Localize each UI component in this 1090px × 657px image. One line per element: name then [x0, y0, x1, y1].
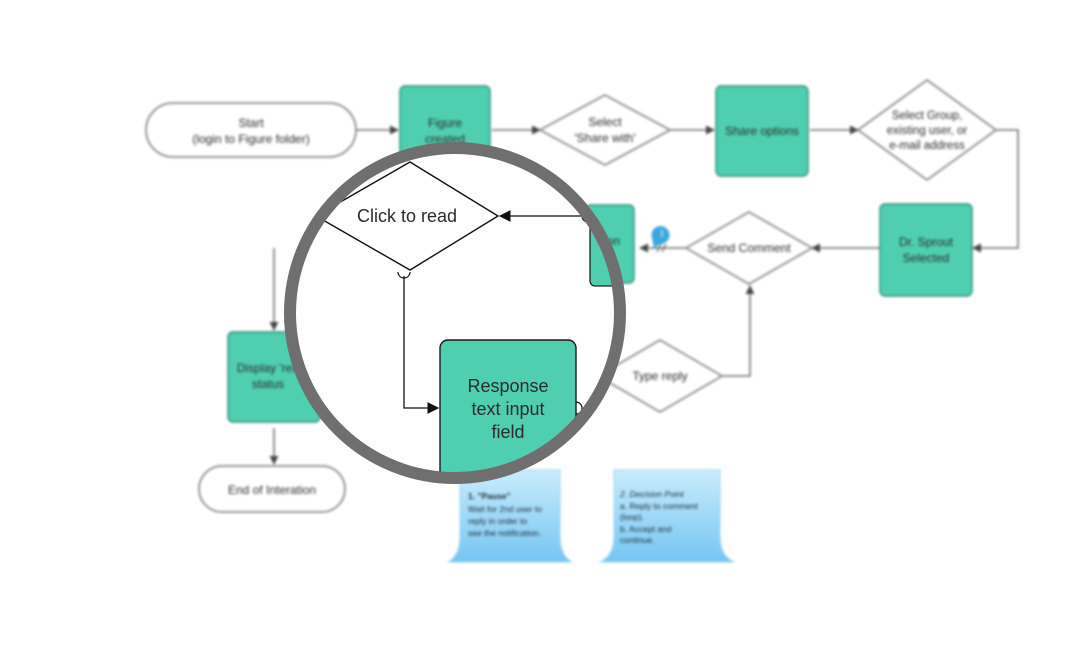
display-status-label-1: Display 'rea	[237, 361, 300, 375]
send-comment-decision: Send Comment	[684, 211, 814, 285]
dr-sprout-label-2: Selected	[903, 251, 950, 265]
send-comment-label: Send Comment	[707, 241, 791, 255]
comment-bubble-icon: 1	[651, 226, 670, 253]
pause-note-line-2: Wait for 2nd user to	[468, 504, 542, 514]
select-group-label-2: existing user, or	[887, 125, 968, 137]
pause-note-line-4: see the notification.	[468, 528, 541, 538]
share-options-node: Share options	[715, 85, 809, 177]
start-label-2: (login to Figure folder)	[192, 132, 309, 146]
select-group-label-1: Select Group,	[892, 110, 962, 122]
response-label-3: field	[491, 422, 524, 442]
click-to-read-decision: Click to read	[314, 161, 500, 271]
magnifier-ring	[284, 142, 626, 484]
end-label: End of Interation	[228, 483, 316, 497]
connectors	[269, 125, 1019, 465]
type-reply-decision: Type reply	[596, 339, 724, 413]
decision-note-line-3: (loop).	[620, 512, 644, 522]
type-reply-label: Type reply	[632, 369, 687, 383]
pause-note-line-1: 1. "Pause"	[468, 491, 511, 501]
pause-note-line-3: reply in order to	[468, 516, 527, 526]
decision-note-line-1: 2. Decision Point	[619, 489, 684, 499]
badge-count: 1	[660, 229, 665, 238]
select-share-label-2: 'Share with'	[574, 131, 635, 145]
start-node: Start (login to Figure folder)	[145, 102, 357, 158]
figure-created-label-1: Figure	[428, 116, 462, 130]
pause-note: 1. "Pause" Wait for 2nd user to reply in…	[447, 469, 573, 563]
select-share-label-1: Select	[588, 115, 622, 129]
response-input-node: Response text input field	[439, 339, 577, 478]
dr-sprout-label-1: Dr. Sprout	[899, 235, 954, 249]
click-to-read-label: Click to read	[357, 206, 457, 226]
select-group-label-3: e-mail address	[889, 140, 965, 152]
response-label-1: Response	[467, 376, 548, 396]
decision-note: 2. Decision Point a. Reply to comment (l…	[599, 469, 735, 563]
select-share-decision: Select 'Share with'	[538, 94, 672, 166]
share-options-label: Share options	[725, 124, 799, 138]
response-label-2: text input	[471, 399, 544, 419]
decision-note-line-2: a. Reply to comment	[620, 501, 699, 511]
start-label-1: Start	[238, 116, 264, 130]
select-group-decision: Select Group, existing user, or e-mail a…	[856, 79, 998, 181]
decision-note-line-5: continue.	[620, 535, 655, 545]
decision-note-line-4: b. Accept and	[620, 524, 672, 534]
dr-sprout-node: Dr. Sprout Selected	[879, 203, 973, 297]
end-node: End of Interation	[198, 465, 346, 513]
magnifier-lens: Click to read Response text input field	[284, 142, 626, 484]
display-status-label-2: status	[252, 377, 284, 391]
